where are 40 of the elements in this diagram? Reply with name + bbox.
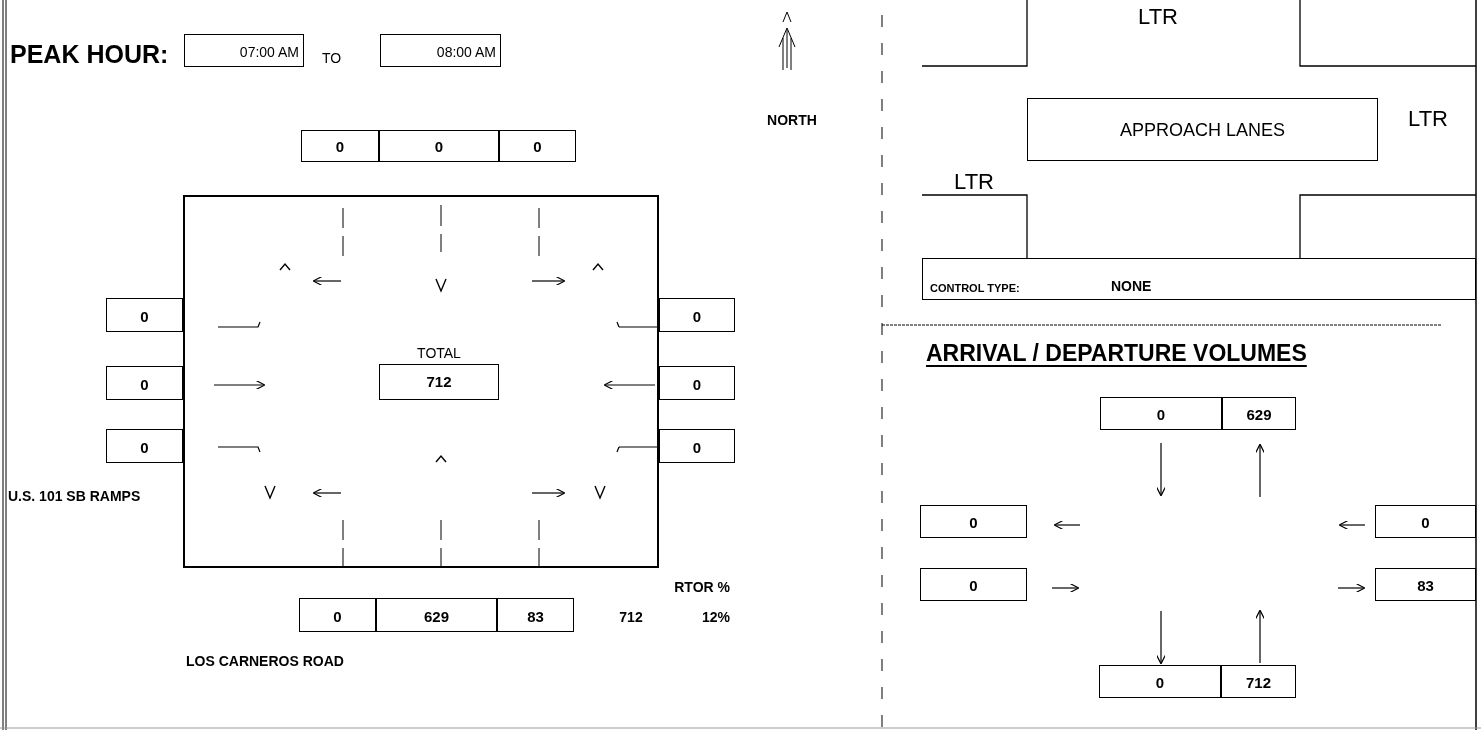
control-type-label: CONTROL TYPE: xyxy=(930,280,1020,296)
section-heading: ARRIVAL / DEPARTURE VOLUMES xyxy=(926,339,1308,368)
street-name: LOS CARNEROS ROAD xyxy=(186,652,345,671)
count-cell: 0 xyxy=(106,366,183,400)
lane-label: LTR xyxy=(1137,3,1179,31)
count-cell: 0 xyxy=(1375,505,1476,538)
count-cell: 0 xyxy=(106,298,183,332)
time-box: 07:00 AM xyxy=(184,34,304,67)
count-cell: 0 xyxy=(299,598,376,632)
street-name: U.S. 101 SB RAMPS xyxy=(8,487,142,506)
peak-hour-heading: PEAK HOUR: xyxy=(10,39,170,70)
count-cell: 0 xyxy=(659,429,735,463)
count-cell: 0 xyxy=(659,298,735,332)
time-box: 08:00 AM xyxy=(380,34,501,67)
lane-label: LTR xyxy=(1407,105,1449,133)
north-label: NORTH xyxy=(766,111,818,130)
total-value: 712 xyxy=(618,608,644,627)
to-label: TO xyxy=(322,49,343,68)
count-cell: 0 xyxy=(301,130,379,162)
count-cell: 0 xyxy=(659,366,735,400)
count-cell: 0 xyxy=(1100,397,1222,430)
count-cell: 83 xyxy=(497,598,574,632)
control-type-box xyxy=(922,258,1476,300)
total-label: TOTAL xyxy=(417,345,461,361)
count-cell: 629 xyxy=(1222,397,1296,430)
rtor-label: RTOR % xyxy=(673,578,730,597)
count-cell: 0 xyxy=(920,568,1027,601)
approach-lanes-box: APPROACH LANES xyxy=(1027,98,1378,161)
rtor-percent: 12% xyxy=(700,608,730,627)
count-cell: 83 xyxy=(1375,568,1476,601)
count-cell: 0 xyxy=(920,505,1027,538)
count-cell: 712 xyxy=(1221,665,1296,698)
count-cell: 0 xyxy=(379,130,499,162)
count-cell: 629 xyxy=(376,598,497,632)
count-cell: 0 xyxy=(499,130,576,162)
count-cell: 0 xyxy=(106,429,183,463)
count-cell: 712 xyxy=(379,364,499,400)
count-cell: 0 xyxy=(1099,665,1221,698)
lane-label: LTR xyxy=(953,168,995,196)
control-type-value: NONE xyxy=(1111,277,1152,296)
